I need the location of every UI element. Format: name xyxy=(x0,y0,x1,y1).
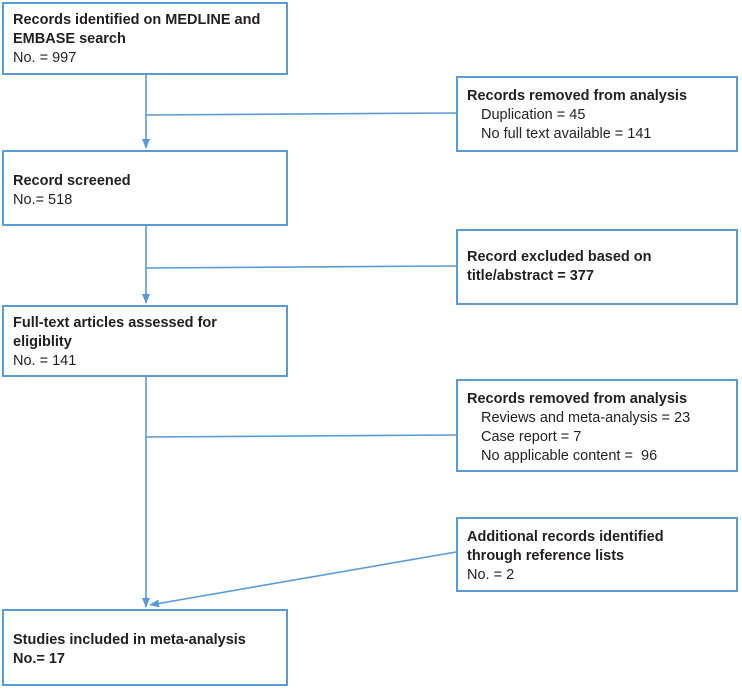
records-removed-title-2: Records removed from analysis xyxy=(467,391,688,407)
records-identified-count: No. = 997 xyxy=(13,50,77,66)
records-removed-box-1: Records removed from analysis Duplicatio… xyxy=(456,76,738,152)
record-screened-title: Record screened xyxy=(13,173,131,189)
records-identified-box: Records identified on MEDLINE and EMBASE… xyxy=(2,2,288,75)
additional-records-count: No. = 2 xyxy=(467,567,515,583)
fulltext-assessed-box: Full-text articles assessed for eligibli… xyxy=(2,305,288,377)
branch-to-removed1 xyxy=(145,112,457,116)
record-screened-count: No.= 518 xyxy=(13,192,73,208)
fulltext-assessed-count: No. = 141 xyxy=(13,353,77,369)
record-screened-box: Record screened No.= 518 xyxy=(2,150,288,226)
removed-no-full-text: No full text available = 141 xyxy=(481,126,652,142)
studies-included-box: Studies included in meta-analysis No.= 1… xyxy=(2,609,288,686)
fulltext-assessed-title: Full-text articles assessed for eligibli… xyxy=(13,315,217,350)
additional-records-title: Additional records identified through re… xyxy=(467,529,664,564)
removed-no-applicable-content: No applicable content = 96 xyxy=(481,448,658,464)
removed-case-report: Case report = 7 xyxy=(481,429,582,445)
arrow-additional-to-included xyxy=(149,551,457,608)
branch-to-excluded xyxy=(145,265,457,269)
removed-duplication: Duplication = 45 xyxy=(481,107,586,123)
records-identified-title: Records identified on MEDLINE and EMBASE… xyxy=(13,12,261,47)
branch-to-removed2 xyxy=(145,434,457,438)
studies-included-title: Studies included in meta-analysis xyxy=(13,632,246,648)
additional-records-box: Additional records identified through re… xyxy=(456,517,738,592)
record-excluded-title: Record excluded based on title/abstract … xyxy=(467,249,652,284)
removed-reviews-meta-analysis: Reviews and meta-analysis = 23 xyxy=(481,410,691,426)
record-excluded-box: Record excluded based on title/abstract … xyxy=(456,229,738,305)
records-removed-title-1: Records removed from analysis xyxy=(467,88,688,104)
records-removed-box-2: Records removed from analysis Reviews an… xyxy=(456,379,738,472)
studies-included-count: No.= 17 xyxy=(13,651,65,667)
